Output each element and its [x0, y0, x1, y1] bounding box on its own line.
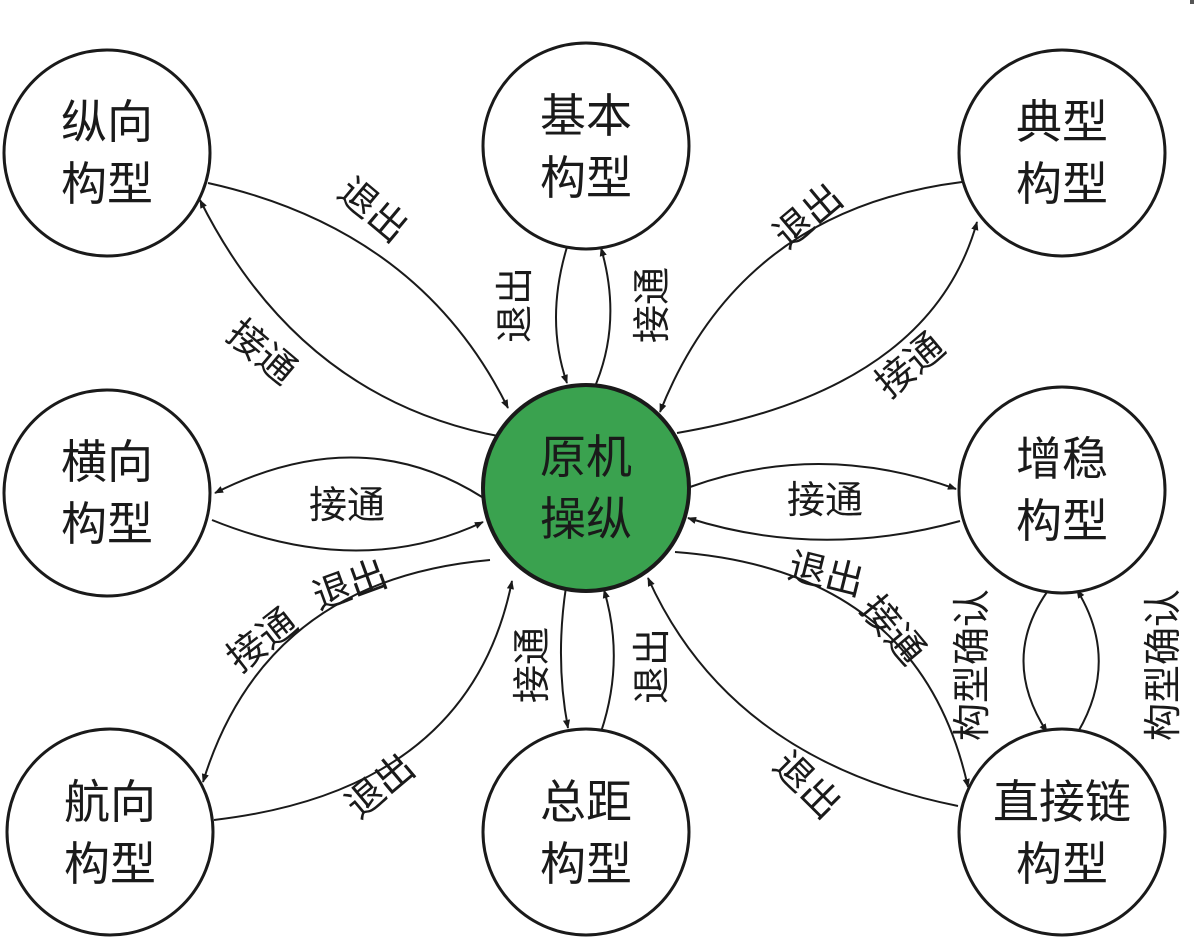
node-zongxiang-line2: 构型 [61, 157, 153, 211]
node-zongju-line1: 总距 [540, 775, 632, 829]
label-hengxiang-exit: 退出 [307, 551, 393, 618]
edge-dianxing-exit [659, 181, 963, 413]
label-confirm-left: 构型确认 [950, 589, 994, 741]
node-hangxiang-line1: 航向 [64, 775, 156, 829]
node-zongxiang: 纵向 构型 [2, 48, 212, 258]
edge-zengwen-exit [687, 517, 961, 541]
node-center-line2: 操纵 [540, 492, 632, 546]
edge-jiben-connect [595, 247, 612, 385]
edge-zhijielian-exit [647, 577, 959, 807]
node-jiben-line2: 构型 [540, 151, 632, 205]
node-center-line1: 原机 [540, 430, 632, 484]
node-hengxiang-line1: 横向 [61, 435, 153, 489]
label-zhijielian-connect: 接通 [852, 587, 935, 674]
node-jiben-line1: 基本 [540, 89, 632, 143]
edge-zengwen-zhijielian-confirm-down [1022, 591, 1048, 733]
node-dianxing-line1: 典型 [1016, 95, 1108, 149]
node-hangxiang-line2: 构型 [64, 837, 156, 891]
edge-zongju-exit [600, 589, 615, 733]
edge-hangxiang-connect [201, 559, 491, 783]
node-jiben: 基本 构型 [481, 41, 691, 251]
label-zongju-connect: 接通 [510, 627, 554, 703]
label-zongxiang-connect: 接通 [219, 311, 306, 394]
label-hangxiang-exit: 退出 [337, 745, 424, 828]
edge-zongju-connect [559, 586, 571, 729]
node-center-yuanji: 原机 操纵 [481, 383, 691, 593]
edge-jiben-exit [555, 246, 568, 384]
edge-zhijielian-connect [674, 551, 970, 788]
label-jiben-exit: 退出 [493, 267, 537, 343]
node-zengwen: 增稳 构型 [957, 385, 1167, 595]
node-zhijielian-line1: 直接链 [993, 775, 1131, 829]
node-zongju-line2: 构型 [540, 837, 632, 891]
label-dianxing-connect: 接通 [867, 324, 954, 407]
edge-zongxiang-exit [207, 182, 509, 409]
edge-hangxiang-exit [213, 580, 514, 821]
node-zhijielian: 直接链 构型 [957, 727, 1167, 937]
corner-mark [1190, 0, 1194, 4]
node-zengwen-line2: 构型 [1016, 494, 1108, 548]
node-dianxing-line2: 构型 [1016, 157, 1108, 211]
edge-hengxiang-connect [214, 456, 483, 498]
node-dianxing: 典型 构型 [957, 48, 1167, 258]
node-zongxiang-line1: 纵向 [61, 95, 153, 149]
label-dianxing-exit: 退出 [765, 175, 852, 258]
label-zhijielian-exit: 退出 [765, 743, 850, 828]
edge-hengxiang-exit [211, 519, 484, 552]
node-hengxiang: 横向 构型 [2, 388, 212, 598]
label-zongxiang-exit: 退出 [330, 169, 417, 252]
label-zengwen-connect: 接通 [787, 478, 863, 522]
label-zongju-exit: 退出 [630, 628, 674, 704]
label-confirm-right: 构型确认 [1141, 589, 1185, 741]
label-zengwen-exit: 退出 [784, 543, 868, 604]
node-hangxiang: 航向 构型 [5, 727, 215, 937]
edge-zongxiang-connect [199, 199, 504, 438]
node-zhijielian-line2: 构型 [1016, 837, 1108, 891]
node-hengxiang-line2: 构型 [61, 497, 153, 551]
label-hengxiang-connect: 接通 [309, 483, 385, 527]
node-zengwen-line1: 增稳 [1016, 432, 1108, 486]
edges [199, 181, 1100, 821]
label-jiben-connect: 接通 [630, 267, 674, 343]
edge-zengwen-zhijielian-confirm-up [1076, 589, 1100, 733]
edge-dianxing-connect [676, 221, 979, 434]
edge-zengwen-connect [689, 463, 957, 490]
node-zongju: 总距 构型 [481, 727, 691, 937]
